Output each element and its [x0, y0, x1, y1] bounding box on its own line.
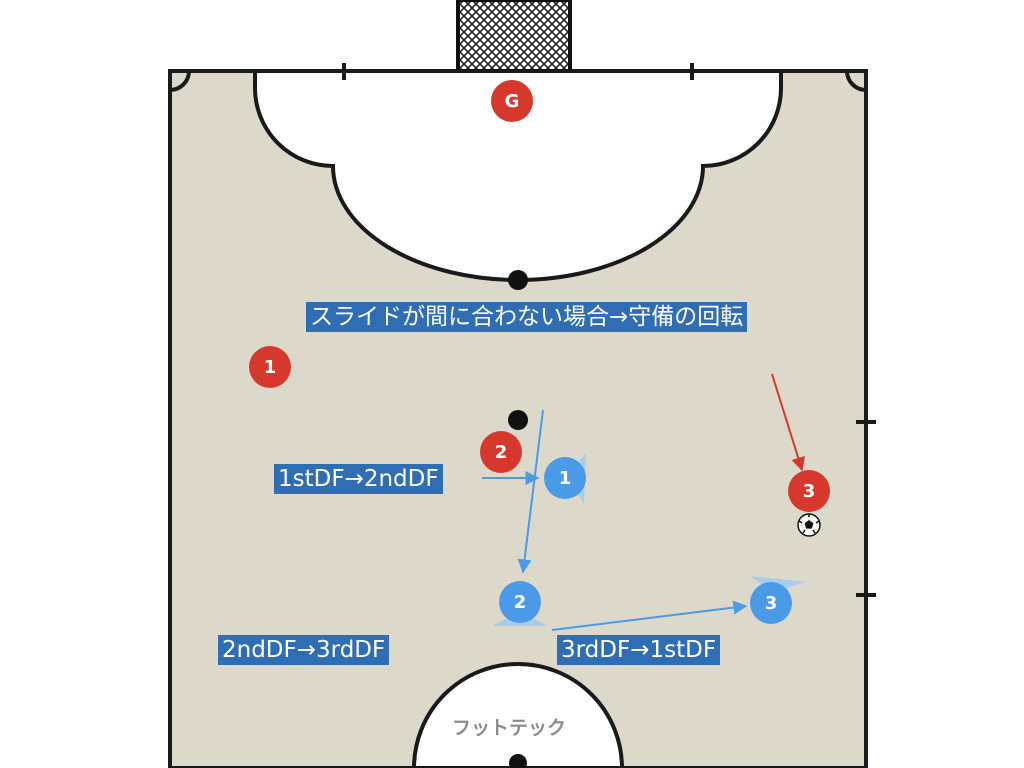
svg-text:2: 2	[495, 442, 508, 463]
svg-text:1: 1	[264, 357, 277, 378]
attacker-1: 1	[249, 346, 291, 388]
defender-1: 1	[544, 457, 586, 499]
title-label: スライドが間に合わない場合→守備の回転	[306, 302, 748, 332]
second-penalty-spot	[508, 410, 528, 430]
corner-arc-left	[169, 70, 191, 92]
watermark: フットテック	[452, 717, 567, 739]
svg-text:G: G	[505, 91, 520, 112]
soccer-ball-icon	[797, 513, 821, 537]
center-spot	[509, 754, 527, 768]
defender-3: 3	[750, 582, 792, 624]
label-3rd-to-1st: 3rdDF→1stDF	[557, 635, 721, 665]
defender-2: 2	[499, 581, 541, 623]
svg-text:3: 3	[803, 481, 816, 502]
label-1st-to-2nd: 1stDF→2ndDF	[274, 464, 443, 494]
center-circle	[411, 662, 625, 768]
pass-arrow-to-attacker-3	[771, 373, 805, 472]
move-arrow-defender-1-down	[517, 409, 544, 574]
svg-text:3: 3	[765, 593, 778, 614]
goal-net-icon	[456, 0, 572, 73]
attacker-goalkeeper: G	[491, 80, 533, 122]
label-2nd-to-3rd: 2ndDF→3rdDF	[218, 635, 390, 665]
corner-arc-right	[845, 70, 867, 92]
attacker-3: 3	[788, 470, 830, 512]
attacker-2: 2	[480, 431, 522, 473]
svg-text:2: 2	[514, 592, 527, 613]
svg-text:1: 1	[559, 468, 572, 489]
penalty-spot	[508, 270, 528, 290]
move-arrow-defender-2-to-3	[551, 600, 748, 631]
